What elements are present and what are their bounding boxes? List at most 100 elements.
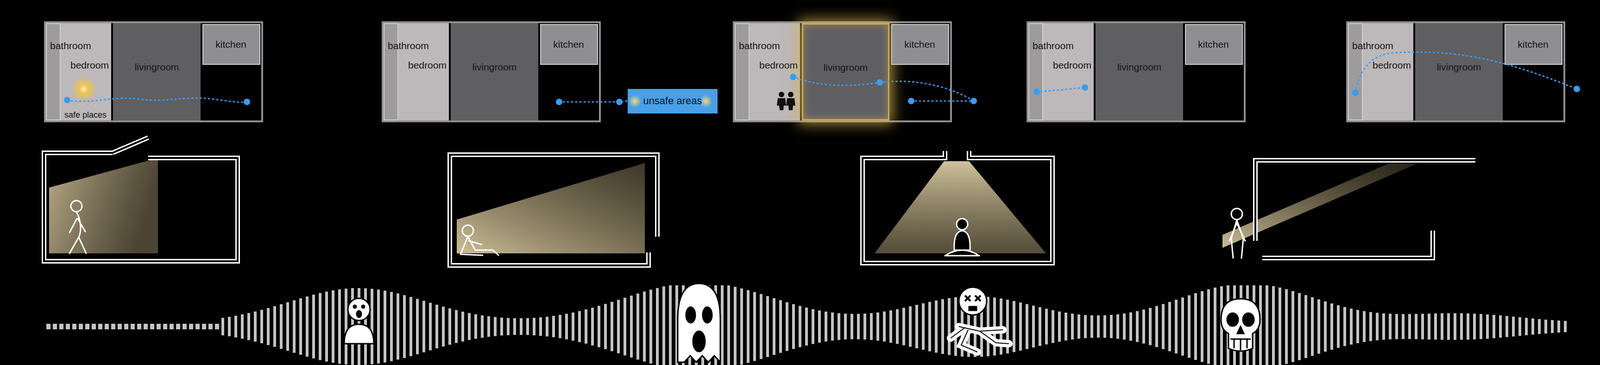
human-figure <box>69 200 1246 259</box>
path-dot <box>876 79 883 86</box>
room-label: kitchen <box>1197 38 1229 50</box>
waveform-bar <box>714 285 718 365</box>
room-label: livingroom <box>1436 61 1482 73</box>
waveform-bar <box>234 315 238 338</box>
room-label: livingroom <box>134 61 180 73</box>
fear-icon <box>950 326 1009 353</box>
waveform-bar <box>1135 311 1139 343</box>
waveform-bar <box>539 317 542 336</box>
waveform-bar <box>882 311 886 342</box>
waveform-bar <box>506 318 510 336</box>
waveform-bar <box>1505 315 1509 338</box>
waveform-bar <box>1200 291 1204 363</box>
waveform-bar <box>850 314 854 340</box>
movement-path <box>67 52 1577 103</box>
waveform-bar <box>967 296 971 358</box>
waveform-bar <box>130 323 135 330</box>
waveform-bar <box>1499 315 1502 338</box>
waveform-bar <box>208 323 213 330</box>
warning-box: unsafe areas <box>627 88 718 114</box>
waveform-bar <box>1129 312 1133 341</box>
room-box: bathroombedroom <box>1348 23 1414 121</box>
waveform-bar <box>578 311 581 343</box>
waveform-bar <box>435 304 439 349</box>
waveform-bar <box>461 311 465 342</box>
path-dot <box>616 98 623 106</box>
section-wall <box>1262 230 1433 259</box>
waveform-bar <box>779 300 782 353</box>
room-label: bathroom <box>1352 40 1394 51</box>
fear-icon <box>969 306 977 311</box>
waveform-bar <box>1492 314 1496 339</box>
waveform-bar <box>766 296 769 358</box>
waveform-bar <box>364 288 367 365</box>
waveform-bar <box>1038 307 1042 347</box>
human-figure <box>460 236 499 256</box>
waveform-bar <box>1051 310 1055 344</box>
room-box: kitchen <box>540 24 599 65</box>
waveform-bar <box>409 296 413 357</box>
waveform-bar <box>1447 313 1450 341</box>
room-label: kitchen <box>553 38 585 50</box>
section-wall <box>1262 230 1433 259</box>
waveform-bar <box>474 314 478 340</box>
waveform-bar <box>986 296 990 357</box>
room-label: livingroom <box>823 62 869 73</box>
waveform-bar <box>1317 299 1321 354</box>
waveform-bar <box>143 323 148 330</box>
fear-icon <box>677 283 721 363</box>
waveform-bar <box>273 306 277 347</box>
waveform-bar <box>1278 287 1282 365</box>
waveform-bar <box>545 316 549 337</box>
path-dot <box>1081 84 1089 91</box>
waveform-bar <box>493 316 497 336</box>
waveform-bar <box>266 308 270 346</box>
section-wall <box>112 137 149 153</box>
waveform-bar <box>1032 305 1035 348</box>
waveform-bar <box>1511 316 1515 337</box>
waveform-bar <box>1252 285 1256 365</box>
human-figure <box>1231 208 1243 220</box>
waveform-bar <box>383 290 387 363</box>
waveform-bar <box>1122 313 1126 340</box>
waveform-bar <box>558 314 562 339</box>
waveform-bar <box>1265 285 1269 365</box>
room-box: livingroom <box>113 23 201 121</box>
movement-path <box>559 100 628 102</box>
waveform-bar <box>1109 314 1113 339</box>
waveform-bar <box>1259 285 1262 365</box>
waveform-bar <box>441 306 445 347</box>
waveform-bar <box>500 317 504 336</box>
waveform-bar <box>305 296 309 357</box>
room-box: kitchen <box>1184 24 1243 65</box>
waveform-bar <box>565 313 568 340</box>
section-wall <box>44 137 1476 266</box>
bathroom-strip <box>1028 23 1044 121</box>
path-dot <box>1573 85 1581 93</box>
waveform-bar <box>1194 293 1197 360</box>
room-box: livingroom <box>450 23 539 121</box>
waveform-bar <box>649 289 653 364</box>
waveform-bar <box>1440 313 1444 340</box>
waveform-bar <box>831 312 834 341</box>
waveform-bar <box>746 289 750 363</box>
room-label: bathroom <box>387 40 429 51</box>
room-label: bedroom <box>408 59 447 71</box>
waveform-bar <box>201 323 207 330</box>
waveform-bar <box>279 304 283 349</box>
waveform-bar <box>286 302 290 352</box>
waveform-bar <box>584 309 588 344</box>
section-wall <box>449 154 658 266</box>
light-beam <box>1222 163 1419 248</box>
waveform-bar <box>1187 295 1191 359</box>
children-icon <box>776 98 787 111</box>
room-box: livingroom <box>801 23 890 121</box>
waveform-bar <box>740 288 744 365</box>
waveform-bar <box>824 311 828 342</box>
waveform-bar <box>915 304 919 349</box>
waveform-bar <box>954 297 958 357</box>
room-box: kitchen <box>891 24 950 65</box>
waveform-bar <box>351 288 354 365</box>
waveform-bar <box>1473 313 1476 340</box>
waveform-bar <box>1356 309 1360 344</box>
